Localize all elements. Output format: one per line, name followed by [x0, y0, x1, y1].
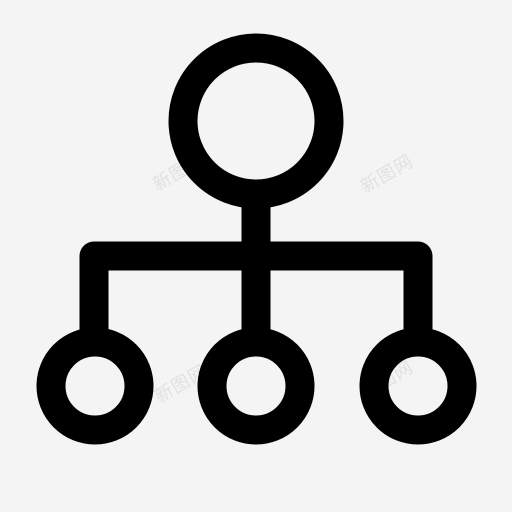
top-node-circle — [168, 33, 344, 209]
org-chart-strokes — [36, 33, 477, 445]
branch-bar — [79, 241, 433, 347]
middle-child-node — [197, 327, 315, 445]
left-child-node — [36, 327, 154, 445]
right-child-node — [359, 327, 477, 445]
